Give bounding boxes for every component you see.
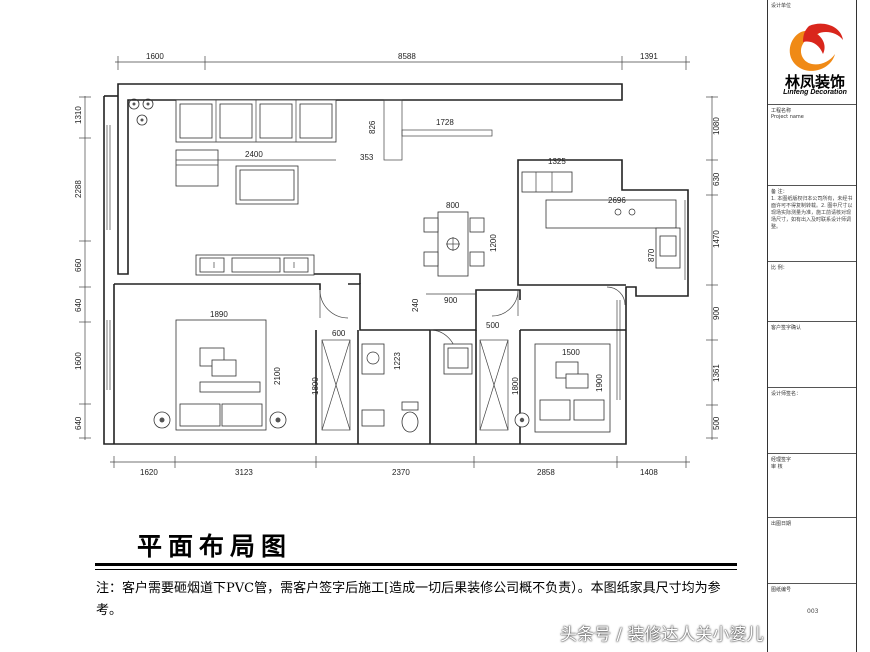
- dim-800: 800: [446, 201, 460, 210]
- dim-bottom-5: 1408: [640, 468, 658, 477]
- dining-table: [423, 211, 485, 277]
- tb-client-sign: 客户签字确认: [768, 321, 856, 387]
- tb-notes: 备 注： 1. 本图纸版权归本公司所有，未经书面许可不得复制转载。2. 图中尺寸…: [768, 185, 856, 261]
- second-bedroom: [514, 343, 611, 433]
- tb-designer-unit: 设计单位: [771, 3, 792, 9]
- company-logo: [789, 23, 843, 71]
- title-rule-thick: [95, 563, 737, 566]
- tb-drawing-no: 图纸编号: [768, 583, 856, 652]
- dim-353: 353: [360, 153, 374, 162]
- drawing-note: 注：客户需要砸烟道下PVC管，需客户签字后施工[造成一切后果装修公司概不负责）。…: [96, 581, 721, 618]
- exterior-walls: [103, 83, 689, 445]
- dim-top-2: 8588: [398, 52, 416, 61]
- dim-left-2: 2288: [74, 180, 83, 198]
- dim-bottom-1: 1620: [140, 468, 158, 477]
- dim-900: 900: [444, 296, 458, 305]
- left-dimension-line: [79, 96, 91, 440]
- dim-870: 870: [647, 248, 656, 262]
- tb-notes-text: 1. 本图纸版权归本公司所有，未经书面许可不得复制转载。2. 图中尺寸以现场实际…: [771, 196, 853, 230]
- dim-1800-left: 1800: [311, 377, 320, 395]
- logo-english: Linfeng Decoration: [783, 89, 847, 96]
- dim-1325: 1325: [548, 157, 566, 166]
- dim-top-3: 1391: [640, 52, 658, 61]
- bottom-dimension-line: [110, 456, 690, 468]
- dim-1900: 1900: [595, 374, 604, 392]
- dim-1200: 1200: [489, 234, 498, 252]
- dim-left-3: 660: [74, 258, 83, 272]
- right-dimension-line: [706, 96, 718, 440]
- plants: [128, 98, 154, 126]
- windows: [106, 125, 686, 400]
- bathroom: [361, 343, 473, 433]
- dim-1728: 1728: [436, 118, 454, 127]
- dim-bottom-2: 3123: [235, 468, 253, 477]
- dim-bottom-3: 2370: [392, 468, 410, 477]
- tb-manager-sub: 审 核: [771, 464, 783, 470]
- title-rule-thin: [95, 569, 737, 570]
- dim-right-2: 630: [712, 172, 721, 186]
- kitchen: [521, 171, 681, 269]
- tb-project-label: 工程名称: [771, 108, 792, 114]
- watermark: 头条号 / 装修达人关小婆儿: [560, 625, 764, 645]
- living-room-furniture: [195, 165, 315, 276]
- wardrobes: [321, 339, 509, 431]
- dim-1223: 1223: [393, 352, 402, 370]
- logo-chinese: 林凤装饰: [784, 73, 845, 91]
- dim-240: 240: [411, 298, 420, 312]
- dim-2696: 2696: [608, 196, 626, 205]
- dim-right-5: 1361: [712, 364, 721, 382]
- tb-project: 工程名称 Project name: [768, 104, 856, 144]
- shoe-cabinet: [383, 99, 493, 161]
- tb-manager-label: 经理签字: [771, 457, 792, 463]
- title-block: 设计单位 工程名称 Project name 备 注： 1. 本图纸版权归本公司…: [767, 0, 857, 652]
- dim-2400: 2400: [245, 150, 263, 159]
- dim-left-4: 640: [74, 298, 83, 312]
- sheet-number: 003: [807, 608, 819, 615]
- dim-1800-right: 1800: [511, 377, 520, 395]
- dim-1890: 1890: [210, 310, 228, 319]
- tb-designer-sign: 设计师签名：: [768, 387, 856, 453]
- tb-scale: 比 例：: [768, 261, 856, 321]
- dim-right-3: 1470: [712, 230, 721, 248]
- top-dimension-line: [115, 56, 690, 70]
- tb-manager: 经理签字 审 核: [768, 453, 856, 517]
- dim-500: 500: [486, 321, 500, 330]
- dim-top-1: 1600: [146, 52, 164, 61]
- dim-826: 826: [368, 120, 377, 134]
- dim-left-6: 640: [74, 416, 83, 430]
- dim-left-5: 1600: [74, 352, 83, 370]
- left-dim-labels: 1310 2288 660 640 1600 640: [74, 106, 83, 430]
- right-dim-labels: 1080 630 1470 900 1361 500: [712, 117, 721, 430]
- master-bedroom: [153, 319, 287, 431]
- dim-right-4: 900: [712, 306, 721, 320]
- wall-cabinets: [175, 99, 337, 187]
- tb-notes-label: 备 注：: [771, 189, 788, 195]
- inner-dimensions: 826 1728 2400 353 1325 2696 800 1200 870…: [176, 118, 656, 395]
- dim-2100: 2100: [273, 367, 282, 385]
- dim-600: 600: [332, 329, 346, 338]
- tb-date: 出图日期: [768, 517, 856, 583]
- dim-left-1: 1310: [74, 106, 83, 124]
- dim-bottom-4: 2858: [537, 468, 555, 477]
- drawing-title: 平面布局图: [137, 532, 293, 561]
- tb-project-en: Project name: [771, 114, 804, 120]
- dim-right-1: 1080: [712, 117, 721, 135]
- dim-right-6: 500: [712, 416, 721, 430]
- dim-1500: 1500: [562, 348, 580, 357]
